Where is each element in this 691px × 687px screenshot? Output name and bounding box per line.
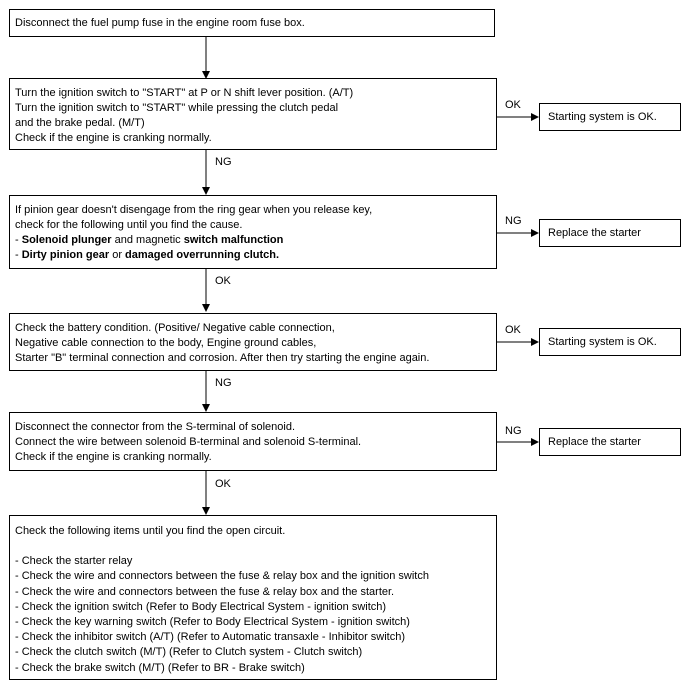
result-text-3: Starting system is OK.	[548, 335, 657, 348]
result-text-2: Replace the starter	[548, 226, 641, 239]
step-3-box: If pinion gear doesn't disengage from th…	[9, 195, 497, 269]
step-6-line-9: - Check the clutch switch (M/T) (Refer t…	[15, 646, 363, 659]
step-6-line-5: - Check the wire and connectors between …	[15, 585, 395, 598]
step-6-line-10: - Check the brake switch (M/T) (Refer to…	[15, 661, 305, 674]
step-2-line-1: Turn the ignition switch to "START" at P…	[15, 87, 354, 99]
branch-label-3: OK	[505, 324, 521, 336]
step-1-line-1: Disconnect the fuel pump fuse in the eng…	[15, 17, 305, 29]
step-3-bullet-1: - Solenoid plunger and magnetic switch m…	[15, 233, 491, 248]
step-2-box: Turn the ignition switch to "START" at P…	[9, 78, 497, 150]
step-5-box: Disconnect the connector from the S-term…	[9, 412, 497, 471]
result-box-3: Starting system is OK.	[539, 328, 681, 356]
result-box-1: Starting system is OK.	[539, 103, 681, 131]
step-6-line-4: - Check the wire and connectors between …	[15, 570, 429, 583]
step-2-line-2: Turn the ignition switch to "START" whil…	[15, 102, 339, 114]
result-box-4: Replace the starter	[539, 428, 681, 456]
result-text-4: Replace the starter	[548, 435, 641, 448]
step-6-line-8: - Check the inhibitor switch (A/T) (Refe…	[15, 631, 406, 644]
step-2-line-4: Check if the engine is cranking normally…	[15, 132, 212, 144]
bullet-mid: or	[109, 249, 126, 261]
bullet-bold: switch malfunction	[183, 234, 284, 246]
step-3-bullet-2: - Dirty pinion gear or damaged overrunni…	[15, 248, 491, 263]
bullet-bold: Solenoid plunger	[21, 234, 112, 246]
step-4-box: Check the battery condition. (Positive/ …	[9, 313, 497, 371]
step-4-line-2: Negative cable connection to the body, E…	[15, 337, 317, 349]
step-3-line-1: If pinion gear doesn't disengage from th…	[15, 204, 373, 216]
down-label-4: OK	[215, 478, 231, 490]
result-box-2: Replace the starter	[539, 219, 681, 247]
step-6-line-7: - Check the key warning switch (Refer to…	[15, 616, 410, 629]
branch-label-4: NG	[505, 425, 522, 437]
step-1-box: Disconnect the fuel pump fuse in the eng…	[9, 9, 495, 37]
bullet-prefix: -	[15, 234, 22, 246]
bullet-bold: Dirty pinion gear	[21, 249, 110, 261]
bullet-mid: and magnetic	[111, 234, 184, 246]
down-label-3: NG	[215, 377, 232, 389]
step-6-line-2	[15, 539, 491, 554]
step-5-line-2: Connect the wire between solenoid B-term…	[15, 436, 362, 448]
step-5-line-1: Disconnect the connector from the S-term…	[15, 421, 296, 433]
step-3-line-2: check for the following until you find t…	[15, 219, 243, 231]
step-6-line-1: Check the following items until you find…	[15, 525, 286, 537]
down-label-2: OK	[215, 275, 231, 287]
step-4-line-1: Check the battery condition. (Positive/ …	[15, 322, 335, 334]
step-6-line-3: - Check the starter relay	[15, 555, 133, 568]
down-label-1: NG	[215, 156, 232, 168]
bullet-bold: damaged overrunning clutch.	[125, 249, 280, 261]
step-2-line-3: and the brake pedal. (M/T)	[15, 117, 145, 129]
step-5-line-3: Check if the engine is cranking normally…	[15, 451, 212, 463]
step-6-line-6: - Check the ignition switch (Refer to Bo…	[15, 600, 387, 613]
result-text-1: Starting system is OK.	[548, 110, 657, 123]
step-4-line-3: Starter "B" terminal connection and corr…	[15, 352, 430, 364]
step-6-box: Check the following items until you find…	[9, 515, 497, 680]
branch-label-2: NG	[505, 215, 522, 227]
bullet-prefix: -	[15, 249, 22, 261]
branch-label-1: OK	[505, 99, 521, 111]
